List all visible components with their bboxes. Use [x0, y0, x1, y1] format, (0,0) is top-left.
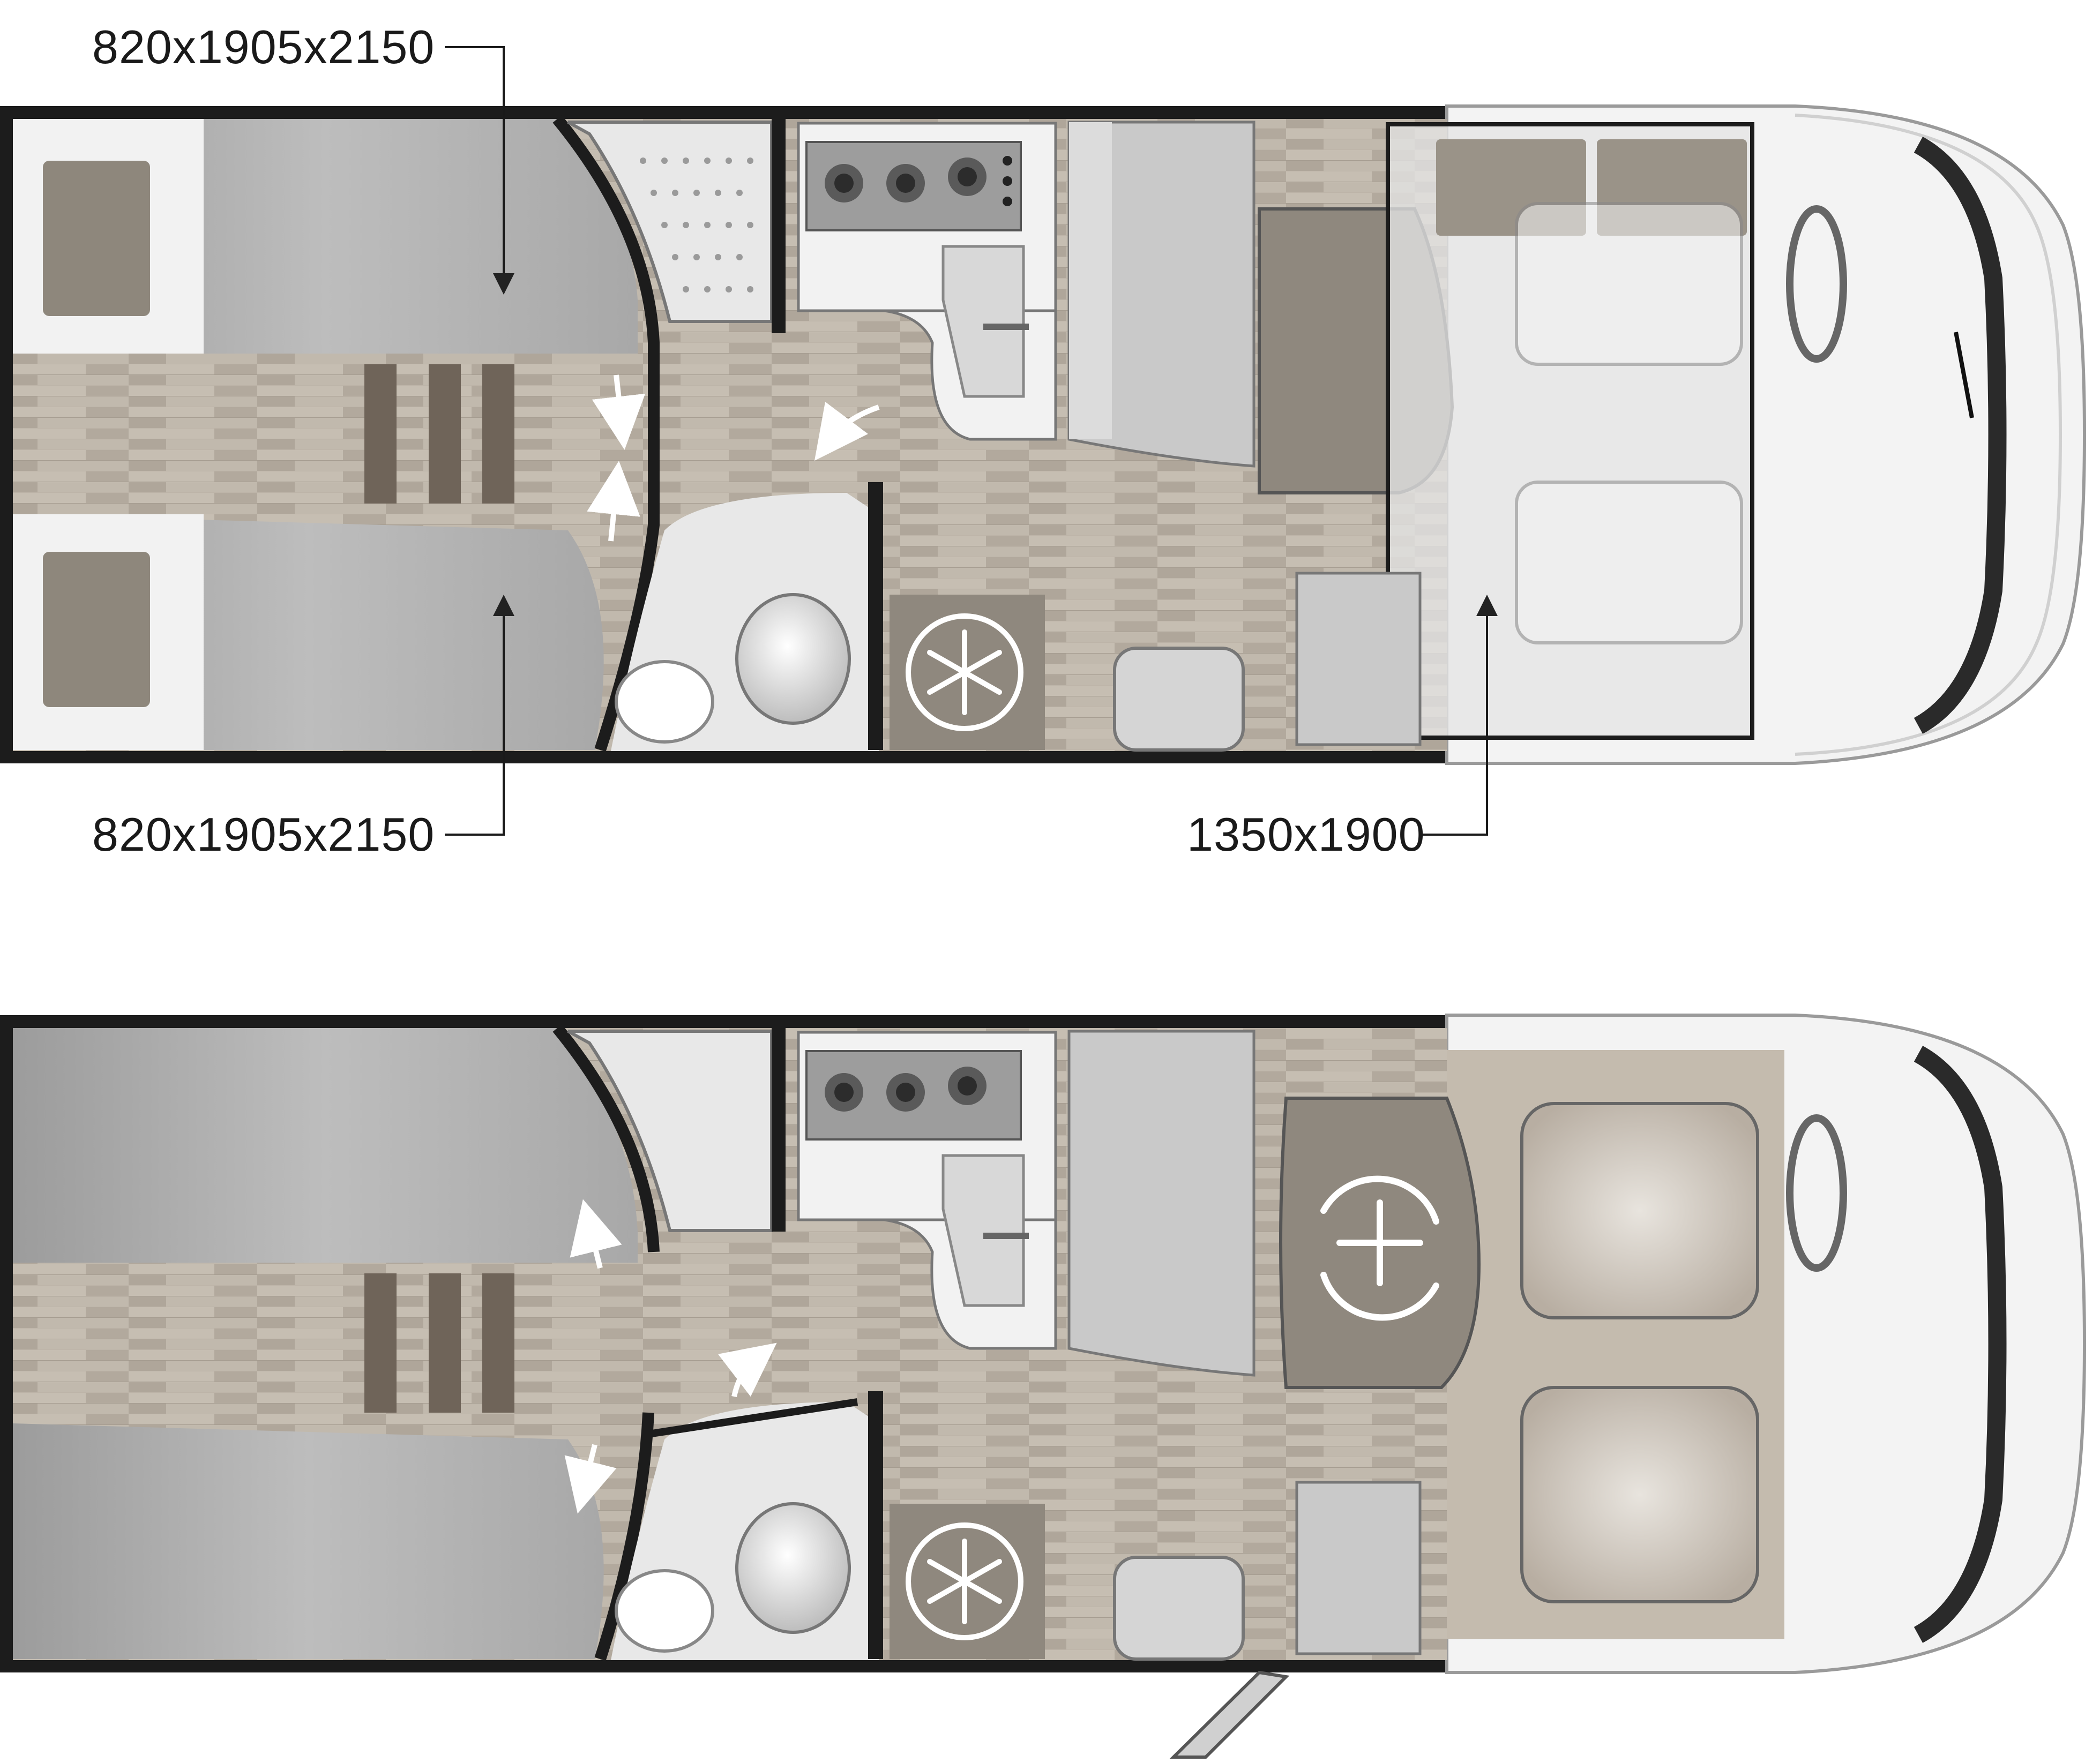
rear-bed-lower — [13, 1423, 604, 1659]
cabinet — [1295, 572, 1422, 746]
burner — [948, 157, 987, 196]
rotate-move-icon — [1320, 1175, 1439, 1321]
bench-seat — [1067, 121, 1255, 468]
cab-seat — [1520, 1386, 1759, 1603]
dimension-leader — [445, 46, 514, 295]
cabinet — [1295, 1481, 1422, 1655]
toilet — [735, 593, 851, 725]
dimension-leader — [445, 595, 514, 836]
sink — [941, 245, 1025, 398]
bottom-floorplan — [0, 1014, 2087, 1759]
washbasin — [615, 660, 714, 744]
rear-bed-upper — [13, 1028, 638, 1263]
snowflake-icon — [927, 629, 1002, 715]
top-floorplan — [0, 46, 2087, 836]
bed-dimension-label: 820x1905x2150 — [92, 20, 435, 73]
burner — [886, 1073, 925, 1112]
burner — [825, 1073, 863, 1112]
bed-dimension-label: 1350x1900 — [1187, 808, 1425, 861]
shower — [567, 121, 773, 323]
swivel-seat — [1113, 647, 1245, 752]
steering-wheel — [1786, 1114, 1847, 1272]
swivel-seat — [1113, 1556, 1245, 1661]
washbasin — [615, 1569, 714, 1653]
cab-seat — [1520, 1102, 1759, 1319]
steering-wheel — [1786, 205, 1847, 363]
shower — [567, 1030, 773, 1232]
windshield — [1914, 1046, 2007, 1643]
burner — [825, 164, 863, 202]
bench-seat — [1067, 1030, 1255, 1377]
cab-seat — [1515, 202, 1743, 366]
bed-dimension-label: 820x1905x2150 — [92, 808, 435, 861]
cab-seat — [1515, 481, 1743, 644]
toilet — [735, 1502, 851, 1634]
burner — [948, 1067, 987, 1105]
sink — [941, 1154, 1025, 1307]
dimension-leader — [1423, 595, 1498, 836]
pillow — [43, 161, 150, 316]
burner — [886, 164, 925, 202]
windshield — [1914, 137, 2007, 734]
entry-door — [1169, 1670, 1290, 1759]
snowflake-icon — [927, 1539, 1002, 1624]
pillow — [43, 552, 150, 707]
